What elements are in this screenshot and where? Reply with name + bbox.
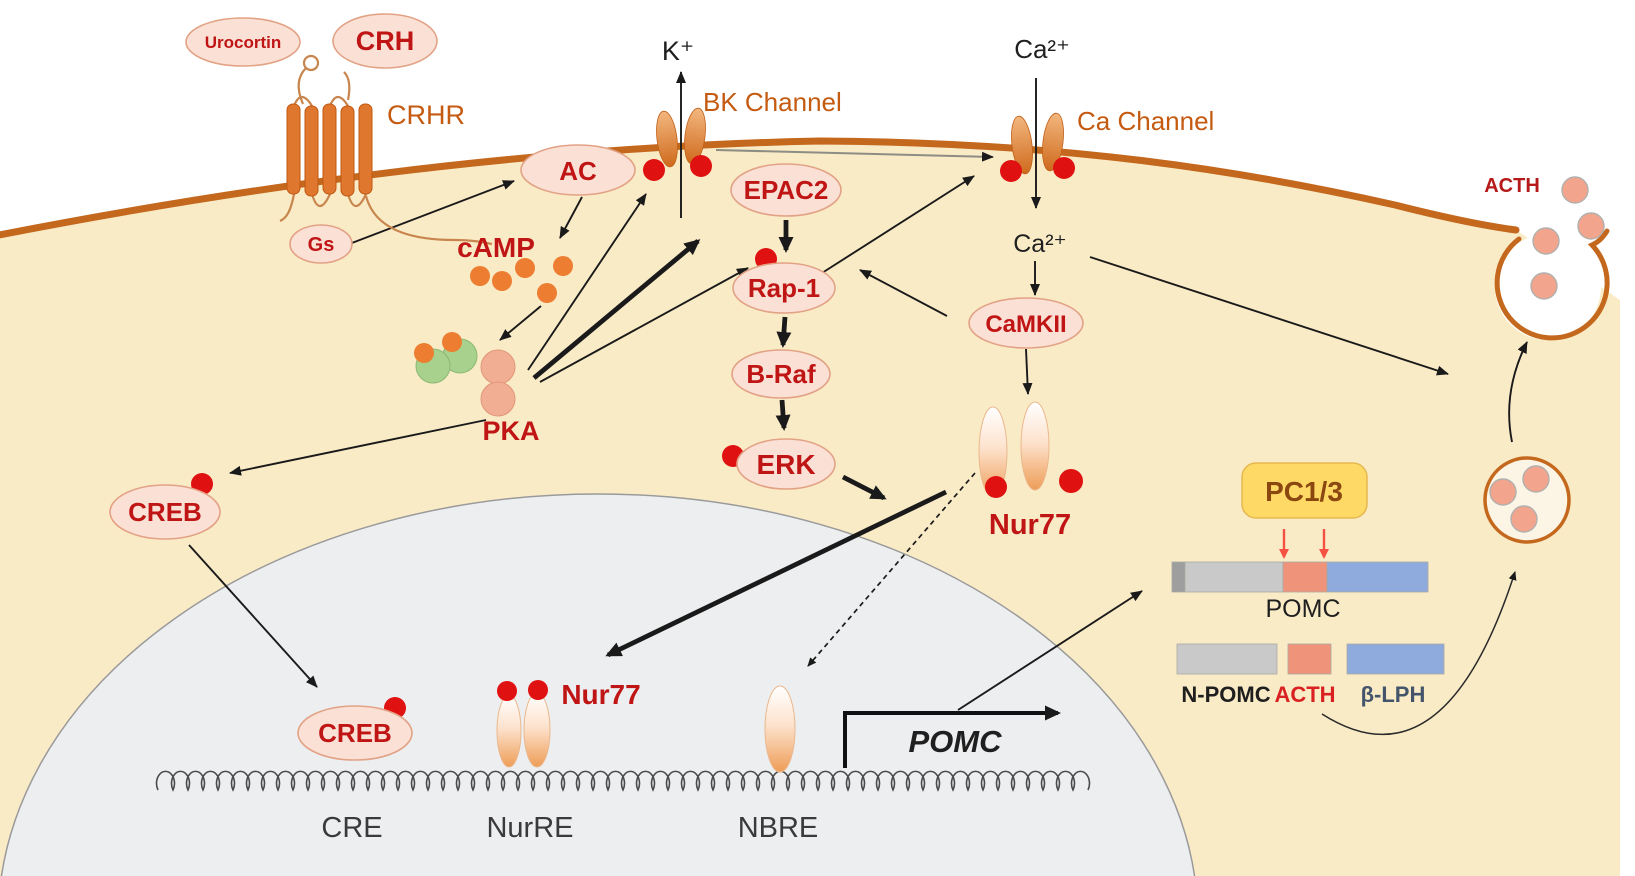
epac2-label: EPAC2 bbox=[744, 175, 829, 205]
pka-label: PKA bbox=[482, 416, 539, 446]
ca-ion-intracellular-label: Ca²⁺ bbox=[1013, 230, 1066, 258]
nur77-cytoplasmic bbox=[978, 401, 1083, 498]
camp-molecules bbox=[470, 256, 573, 303]
pc13-label: PC1/3 bbox=[1265, 476, 1343, 507]
arrow-rap1-to-ca-channel bbox=[821, 175, 975, 274]
acth-fragment-label: ACTH bbox=[1274, 682, 1335, 707]
bk-channel bbox=[643, 107, 712, 181]
secretory-vesicle bbox=[1483, 456, 1571, 544]
phosphate-dot bbox=[985, 476, 1007, 498]
acth-molecule bbox=[1532, 227, 1560, 255]
erk-protein bbox=[736, 438, 836, 490]
ca-channel bbox=[1000, 112, 1075, 182]
rap1-protein bbox=[732, 262, 836, 314]
phosphate-dot bbox=[643, 159, 665, 181]
nur77-nuclear-label: Nur77 bbox=[561, 679, 640, 710]
cre-site-label: CRE bbox=[321, 812, 382, 844]
rap1-label: Rap-1 bbox=[748, 273, 820, 303]
bk-channel-label: BK Channel bbox=[703, 87, 842, 117]
dna-helix bbox=[155, 770, 1091, 792]
arrow-pka-to-rap1 bbox=[539, 267, 749, 383]
epac2-protein bbox=[730, 163, 842, 217]
arrow-rap1-to-braf bbox=[776, 316, 792, 348]
crh-ligand bbox=[332, 13, 438, 69]
acth-secreted-label: ACTH bbox=[1484, 175, 1540, 197]
camkii-label: CaMKII bbox=[985, 311, 1066, 338]
gs-protein bbox=[289, 224, 353, 264]
arrow-pomc-transcription bbox=[843, 705, 1061, 768]
arrow-gene-to-protein bbox=[957, 590, 1143, 711]
crh-label: CRH bbox=[356, 26, 415, 56]
creb-nuclear-label: CREB bbox=[318, 718, 392, 748]
erk-label: ERK bbox=[756, 449, 815, 480]
arrow-camkii-to-rap1 bbox=[859, 269, 948, 317]
acth-molecule bbox=[1577, 212, 1605, 240]
arrow-creb-to-nucleus bbox=[188, 544, 318, 688]
pka-regulatory-subunits bbox=[414, 332, 478, 384]
phosphate-dot bbox=[690, 155, 712, 177]
pka-kinase bbox=[480, 349, 516, 417]
phosphate-dot bbox=[1000, 160, 1022, 182]
braf-protein bbox=[731, 349, 831, 399]
blph-label: β-LPH bbox=[1361, 682, 1426, 707]
arrow-nur77-translocation bbox=[605, 489, 948, 658]
arrow-pka-to-creb bbox=[229, 419, 487, 476]
arrow-acth-to-vesicle bbox=[1321, 571, 1517, 736]
arrow-braf-to-erk bbox=[775, 399, 791, 431]
creb-nuclear bbox=[297, 705, 413, 761]
pc13-enzyme bbox=[1241, 462, 1368, 519]
phosphate-dot bbox=[528, 680, 548, 700]
pomc-protein-label: POMC bbox=[1266, 595, 1341, 623]
creb-cytoplasmic bbox=[109, 484, 221, 540]
arrow-gs-to-ac bbox=[343, 180, 515, 247]
exocytosis-vesicle bbox=[1494, 176, 1610, 341]
nur77-cytoplasmic-label: Nur77 bbox=[989, 509, 1071, 541]
acth-molecule bbox=[1530, 272, 1558, 300]
braf-label: B-Raf bbox=[746, 359, 816, 389]
pomc-gene-label: POMC bbox=[909, 724, 1003, 759]
gs-label: Gs bbox=[308, 234, 335, 256]
arrow-bk-to-ca-channel bbox=[715, 149, 994, 162]
arrow-pka-to-membrane-thick bbox=[532, 239, 701, 380]
arrow-pka-to-bk bbox=[527, 193, 647, 371]
nurre-site-label: NurRE bbox=[486, 812, 573, 844]
arrow-nur77-to-nbre-dashed bbox=[807, 472, 976, 667]
pomc-precursor-bar bbox=[1171, 561, 1429, 593]
nbre-site-label: NBRE bbox=[738, 812, 819, 844]
arrow-ca-to-exocytosis bbox=[1089, 256, 1449, 376]
k-ion-label: K⁺ bbox=[662, 36, 694, 66]
arrow-erk-to-nur77 bbox=[841, 474, 887, 501]
acth-fragment-bar bbox=[1287, 643, 1332, 675]
ac-label: AC bbox=[559, 156, 597, 186]
blph-fragment-bar bbox=[1346, 643, 1445, 675]
creb-cytoplasmic-label: CREB bbox=[128, 497, 202, 527]
n-pomc-fragment bbox=[1176, 643, 1278, 675]
nucleus bbox=[0, 493, 1196, 876]
pomc-cleaved-fragments bbox=[1176, 643, 1445, 675]
crhr-receptor bbox=[279, 54, 493, 246]
urocortin-label: Urocortin bbox=[205, 33, 282, 52]
arrow-ac-to-camp bbox=[559, 196, 583, 239]
n-pomc-label: N-POMC bbox=[1181, 682, 1270, 707]
urocortin-ligand bbox=[185, 17, 301, 67]
arrow-camp-to-pka bbox=[499, 305, 542, 341]
phosphate-dot bbox=[1059, 469, 1083, 493]
phosphate-dot bbox=[1053, 157, 1075, 179]
arrow-camkii-to-nur77 bbox=[1022, 348, 1033, 395]
camkii-protein bbox=[968, 297, 1084, 349]
nur77-nuclear bbox=[496, 680, 551, 768]
ca-ion-extracellular-label: Ca²⁺ bbox=[1014, 34, 1070, 64]
arrow-vesicle-to-membrane bbox=[1508, 341, 1528, 443]
adenylyl-cyclase bbox=[520, 144, 636, 196]
acth-molecule bbox=[1561, 176, 1589, 204]
phosphate-dot bbox=[497, 681, 517, 701]
camp-label: cAMP bbox=[457, 232, 535, 263]
ca-channel-label: Ca Channel bbox=[1077, 106, 1214, 136]
nbre-factor bbox=[764, 685, 796, 773]
crhr-label: CRHR bbox=[387, 100, 465, 130]
arrows bbox=[188, 71, 1528, 768]
